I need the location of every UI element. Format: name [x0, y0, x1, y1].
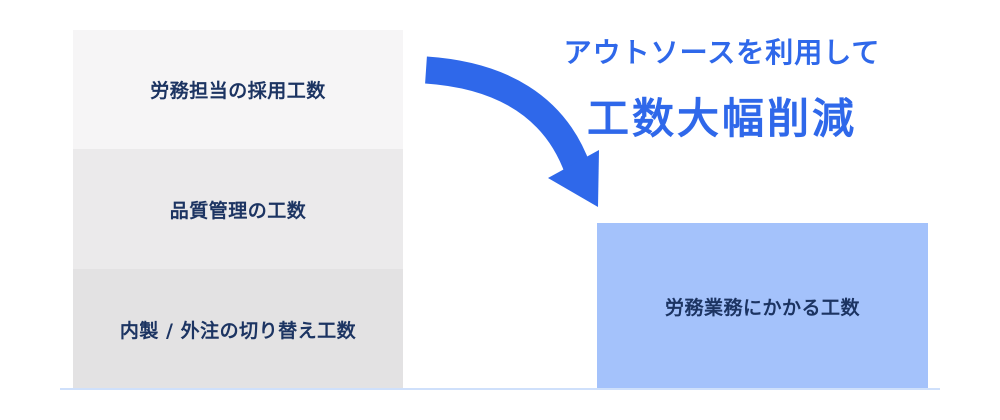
before-block-label: 内製 / 外注の切り替え工数: [119, 319, 357, 342]
before-block-quality: 品質管理の工数: [73, 149, 403, 269]
before-block-recruiting: 労務担当の採用工数: [73, 30, 403, 149]
before-block-switching: 内製 / 外注の切り替え工数: [73, 269, 403, 389]
caption-line-2: 工数大幅削減: [586, 94, 857, 143]
before-block-label: 労務担当の採用工数: [150, 80, 326, 102]
after-block: 労務業務にかかる工数: [597, 223, 928, 389]
after-block-label: 労務業務にかかる工数: [664, 296, 860, 319]
before-block-label: 品質管理の工数: [169, 199, 307, 222]
baseline-divider: [60, 388, 940, 390]
caption-line-1: アウトソースを利用して: [563, 36, 881, 69]
